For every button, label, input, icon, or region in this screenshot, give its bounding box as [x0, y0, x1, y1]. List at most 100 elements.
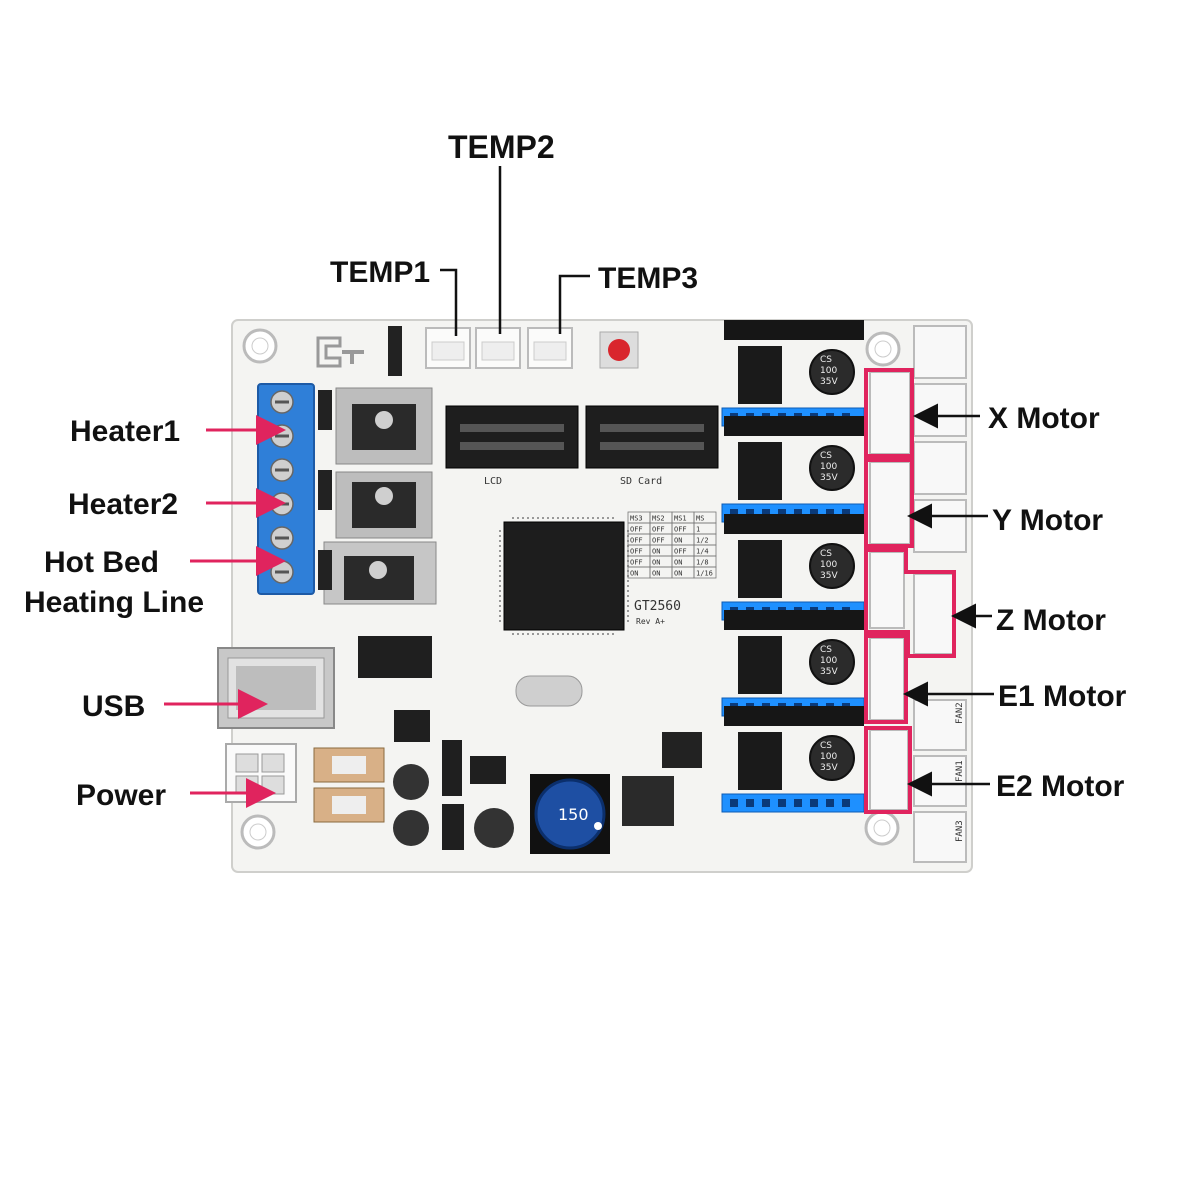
table-cell-text: ON: [674, 537, 682, 545]
heater1-label: Heater1: [70, 415, 180, 448]
temp2-label: TEMP2: [448, 129, 555, 165]
fan3-silkscreen: FAN3: [955, 820, 965, 842]
model-silkscreen: GT2560: [634, 599, 681, 614]
inductor: 150: [530, 774, 610, 854]
capacitor-silkscreen: 35V: [820, 571, 838, 581]
table-cell-text: OFF: [630, 526, 643, 534]
microstep-jumpers: [738, 636, 782, 694]
table-cell-text: ON: [674, 570, 682, 578]
header-pin: [826, 509, 834, 517]
reset-button: [599, 331, 639, 369]
pcb-board: LCD SD Card GT2560 Rev A+ MS3MS2MS1MSOFF…: [217, 319, 973, 873]
usb-label: USB: [82, 690, 145, 723]
capacitor-silkscreen: CS: [820, 549, 832, 559]
stepper-capacitor: [809, 445, 855, 491]
table-header-text: MS3: [630, 515, 643, 523]
microstep-jumpers: [738, 442, 782, 500]
hot-bed-label-line1: Hot Bed: [44, 546, 159, 579]
mcu-chip: GT2560 Rev A+: [499, 517, 681, 635]
hot-bed-label-line2: Heating Line: [24, 586, 204, 619]
microstep-jumpers: [738, 732, 782, 790]
e2-motor-label: E2 Motor: [996, 770, 1125, 803]
capacitor-silkscreen: CS: [820, 355, 832, 365]
table-cell-text: OFF: [630, 537, 643, 545]
capacitor-silkscreen: 100: [820, 366, 837, 376]
table-cell-text: OFF: [652, 537, 665, 545]
capacitor-silkscreen: 35V: [820, 473, 838, 483]
fuses: [313, 747, 385, 823]
table-cell-text: 1: [696, 526, 700, 534]
temp3-label: TEMP3: [598, 262, 698, 295]
header-pin: [762, 509, 770, 517]
table-cell: [693, 566, 717, 579]
header-pin: [730, 799, 738, 807]
power-label: Power: [76, 779, 166, 812]
microstep-jumpers: [738, 346, 782, 404]
lcd-sd-headers: LCD SD Card: [445, 405, 719, 487]
temp-connectors: [425, 327, 573, 369]
inductor-silkscreen: 150: [558, 805, 589, 824]
stepper-capacitor: [809, 349, 855, 395]
callout-lines: [164, 166, 994, 808]
capacitor-silkscreen: 100: [820, 656, 837, 666]
y-motor-highlight: [864, 458, 914, 548]
y-motor-label: Y Motor: [992, 504, 1103, 537]
revision-silkscreen: Rev A+: [636, 617, 665, 626]
table-cell-text: 1/16: [696, 570, 713, 578]
header-pin: [746, 509, 754, 517]
table-cell-text: ON: [630, 570, 638, 578]
bottom-capacitors: [393, 764, 514, 848]
table-header-text: MS1: [674, 515, 687, 523]
stepper-capacitor: [809, 639, 855, 685]
table-cell-text: ON: [652, 548, 660, 556]
header-pin: [746, 799, 754, 807]
capacitor-silkscreen: 100: [820, 752, 837, 762]
temp1-label: TEMP1: [330, 256, 430, 289]
board-logo: [316, 336, 364, 368]
table-cell-text: ON: [652, 570, 660, 578]
sd-card-silkscreen: SD Card: [620, 476, 662, 487]
header-pin: [794, 509, 802, 517]
header-pin: [778, 799, 786, 807]
capacitor-silkscreen: 100: [820, 462, 837, 472]
table-cell-text: 1/4: [696, 548, 709, 556]
stepper-header-black: [724, 320, 864, 340]
table-cell-text: OFF: [652, 526, 665, 534]
usb-port: [217, 647, 335, 729]
capacitor-silkscreen: CS: [820, 645, 832, 655]
header-pin: [762, 799, 770, 807]
capacitor-silkscreen: 35V: [820, 377, 838, 387]
header-pin: [842, 509, 850, 517]
e1-motor-label: E1 Motor: [998, 680, 1127, 713]
table-cell-text: OFF: [630, 559, 643, 567]
capacitor-silkscreen: 100: [820, 560, 837, 570]
z-motor-highlight: [864, 548, 956, 658]
stepper-capacitor: [809, 735, 855, 781]
header-pin: [810, 799, 818, 807]
capacitor-silkscreen: CS: [820, 741, 832, 751]
z-motor-label: Z Motor: [996, 604, 1106, 637]
table-cell-text: OFF: [630, 548, 643, 556]
header-pin: [778, 509, 786, 517]
header-pin: [794, 799, 802, 807]
heater2-label: Heater2: [68, 488, 178, 521]
capacitor-silkscreen: CS: [820, 451, 832, 461]
stepper-header-black: [724, 514, 864, 534]
stepper-header-black: [724, 610, 864, 630]
header-pin: [730, 509, 738, 517]
e2-motor-highlight: [864, 726, 912, 814]
table-cell-text: ON: [674, 559, 682, 567]
lcd-silkscreen: LCD: [484, 476, 502, 487]
stepper-header-black: [724, 706, 864, 726]
motor-highlight-boxes: [864, 368, 956, 814]
table-cell-text: 1/2: [696, 537, 709, 545]
table-cell-text: 1/8: [696, 559, 709, 567]
header-pin: [842, 799, 850, 807]
x-motor-highlight: [864, 368, 914, 458]
stepper-header-black: [724, 416, 864, 436]
annotation-labels: TEMP2 TEMP1 TEMP3 Heater1 Heater2 Hot Be…: [24, 129, 1127, 812]
